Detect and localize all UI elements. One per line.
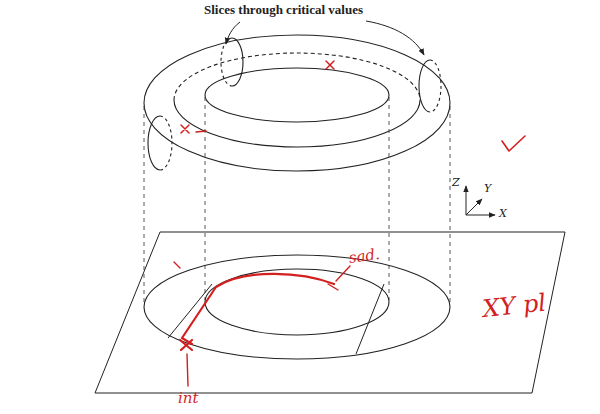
annotation-tick [328,284,338,290]
xy-plane [95,232,565,393]
axis-label: Y [484,183,491,195]
slice-projection [356,284,384,354]
annotation-cross [180,340,192,350]
slice-circle [232,38,243,86]
leader-line [187,354,188,386]
axis-arrow [466,186,467,215]
projection-line [144,106,145,305]
axis-arrow [466,215,495,216]
projection-line [450,106,451,305]
check-mark [502,136,525,151]
handwritten-note: int [178,390,199,407]
handwritten-note: sad. [348,246,381,267]
handwritten-note: XY pl [481,289,547,322]
slice-circle [148,116,160,170]
axis-arrow [466,199,482,215]
annotation-tick [174,262,180,268]
torus-shadow-outer [144,255,450,359]
projection-line [389,97,390,300]
slice-circle [419,60,430,112]
annotation-path [182,274,334,344]
torus-outline [144,35,450,171]
leader-line [336,266,350,281]
slice-circle-hidden [430,60,441,112]
slice-circle-hidden [221,38,232,86]
pointer-arrow [366,21,424,55]
annotation-cross [326,61,334,69]
torus-equator [174,100,420,147]
axis-label: X [499,208,507,220]
slice-circle-hidden [160,116,172,170]
torus-equator-hidden [174,53,420,100]
figure-heading: Slices through critical values [204,3,363,17]
projection-line [205,97,206,300]
axis-label: Z [452,177,460,189]
torus-hole [205,68,389,122]
annotation-cross [181,125,206,133]
slice-projection [168,284,212,338]
